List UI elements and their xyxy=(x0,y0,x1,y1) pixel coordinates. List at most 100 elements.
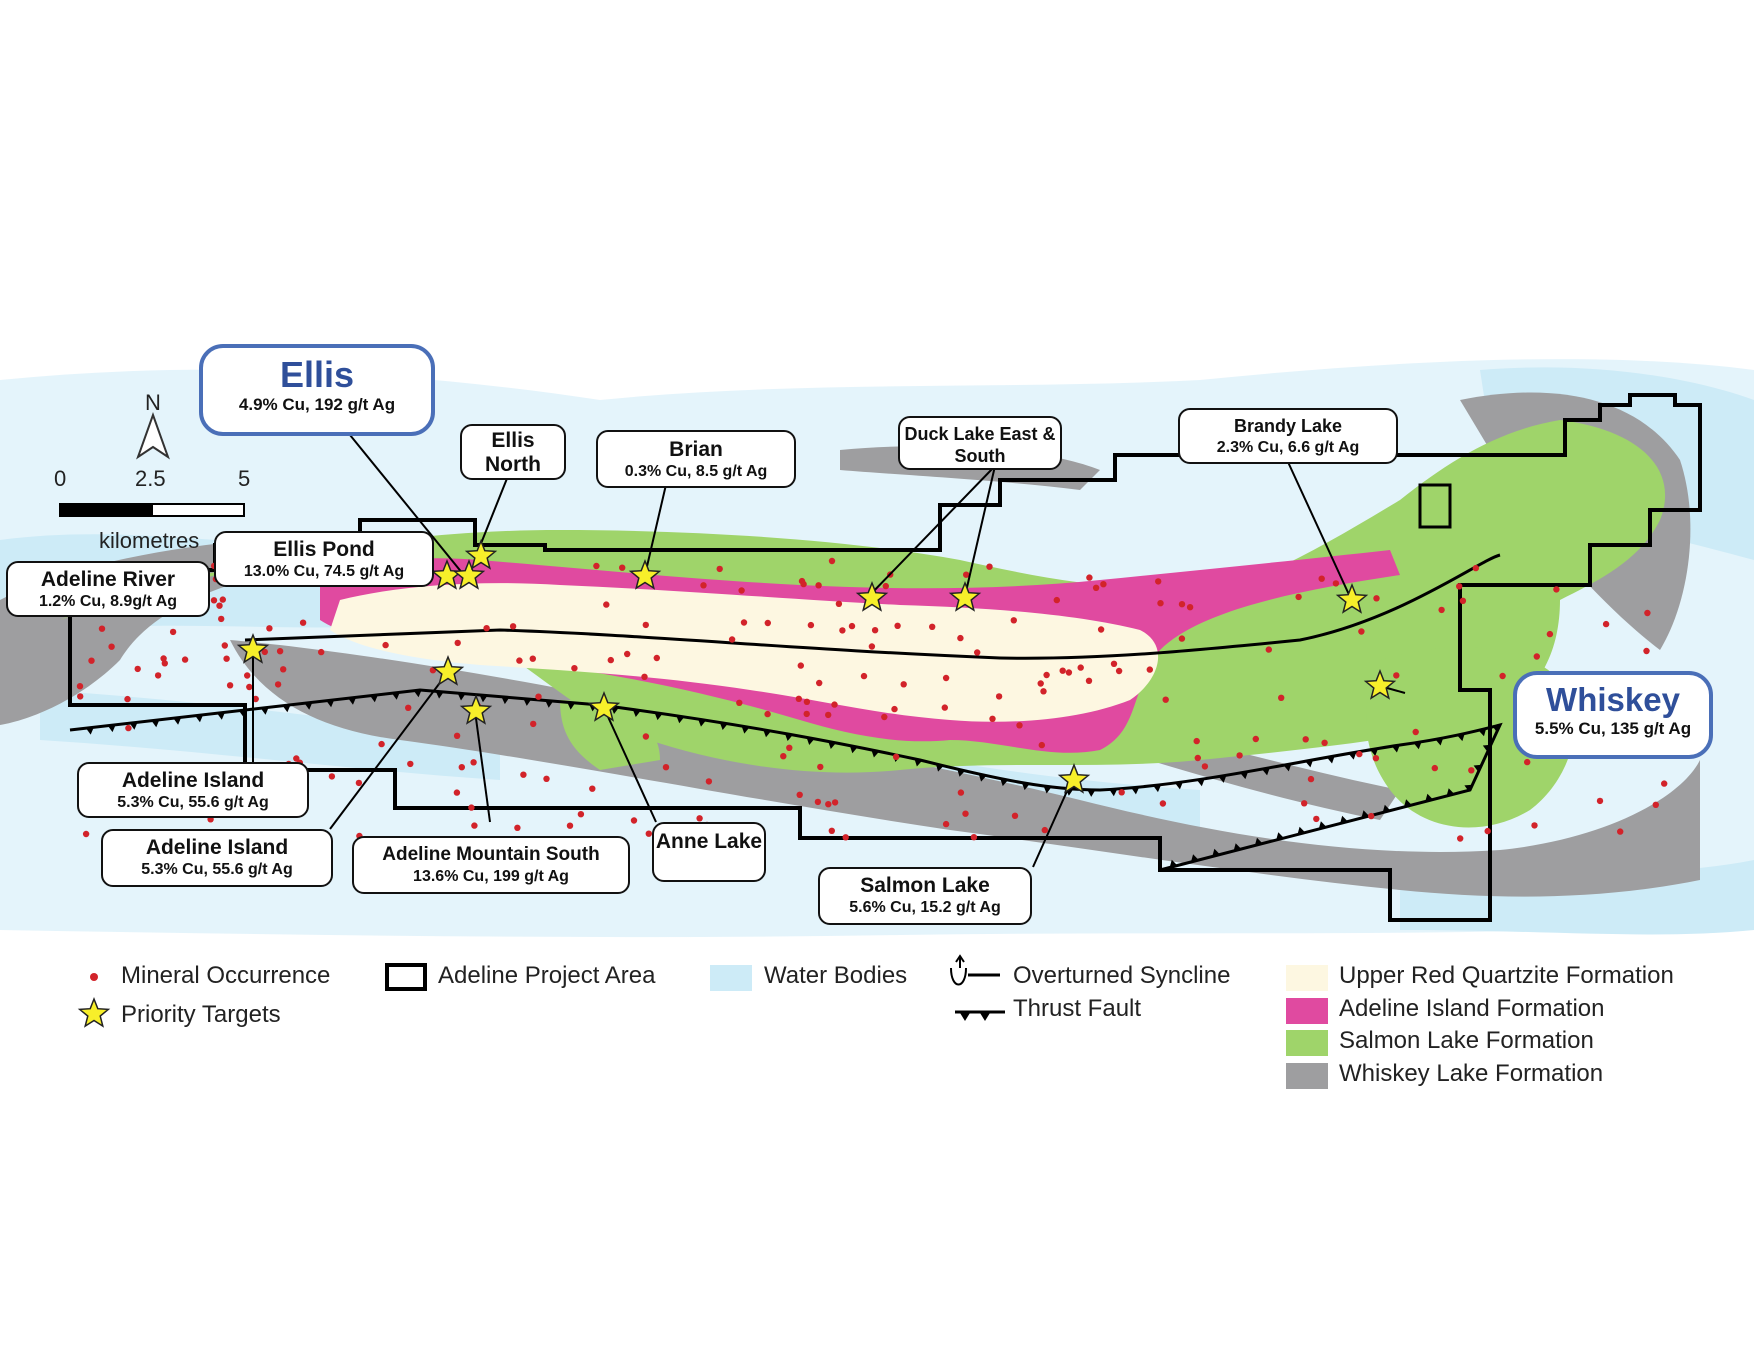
thrust-tooth xyxy=(151,719,160,728)
priority-target-star-icon xyxy=(452,558,486,590)
legend-mineral-occurrence: Mineral Occurrence xyxy=(121,962,331,989)
legend-upper-red-quartzite: Upper Red Quartzite Formation xyxy=(1339,962,1674,989)
mineral-occurrence-dot xyxy=(728,636,736,643)
mineral-occurrence-dot xyxy=(1318,575,1325,582)
mineral-occurrence-dot xyxy=(929,623,936,630)
mineral-occurrence-dot xyxy=(405,704,412,711)
thrust-tooth xyxy=(849,745,858,754)
mineral-occurrence-dot xyxy=(1059,667,1066,674)
mineral-occurrence-dot xyxy=(957,634,964,642)
mineral-occurrence-dot xyxy=(803,710,810,718)
mineral-occurrence-dot xyxy=(318,648,325,656)
thrust-tooth xyxy=(1478,728,1487,737)
mineral-occurrence-dot xyxy=(1393,672,1400,679)
thrust-tooth xyxy=(1087,789,1096,797)
mineral-occurrence-dot xyxy=(1468,767,1475,774)
thrust-tooth xyxy=(1340,815,1348,824)
mineral-occurrence-dot xyxy=(218,615,225,623)
mineral-occurrence-dot xyxy=(1661,780,1668,787)
mineral-occurrence-dot xyxy=(566,822,574,829)
mineral-occurrence-dot xyxy=(161,660,168,667)
mineral-occurrence-dot xyxy=(894,622,901,629)
thrust-fault-teeth xyxy=(85,689,1501,868)
mineral-occurrence-dot xyxy=(453,732,461,739)
mineral-occurrence-dot xyxy=(641,673,648,680)
legend-thrust-fault: Thrust Fault xyxy=(1013,995,1142,1022)
mineral-occurrence-dot xyxy=(407,760,414,768)
mineral-occurrence-dot xyxy=(543,775,550,782)
mineral-occurrence-dot xyxy=(974,649,981,656)
target-grade: 0.3% Cu, 8.5 g/t Ag xyxy=(624,463,768,481)
mineral-occurrence-dot xyxy=(970,834,978,841)
mineral-occurrence-dot xyxy=(764,710,771,718)
mineral-occurrence-dot xyxy=(963,571,970,578)
mineral-occurrence-dot xyxy=(1038,741,1046,749)
mineral-occurrence-dot xyxy=(1194,754,1202,762)
mineral-occurrence-dot xyxy=(483,625,490,632)
thrust-tooth xyxy=(1254,837,1263,846)
thrust-tooth xyxy=(1283,763,1292,772)
thrust-tooth xyxy=(1305,759,1314,768)
target-name: Adeline Island xyxy=(121,769,265,792)
legend-adeline-island: Adeline Island Formation xyxy=(1339,995,1605,1022)
thrust-tooth xyxy=(1218,775,1227,783)
mineral-occurrence-dot xyxy=(831,701,838,708)
mineral-occurrence-dot xyxy=(1438,606,1445,614)
mineral-occurrence-dot xyxy=(1652,801,1660,808)
scale-tick-0: 0 xyxy=(54,466,67,491)
thrust-tooth xyxy=(784,733,793,742)
mineral-occurrence-dot xyxy=(378,740,385,748)
mineral-occurrence-dot xyxy=(280,666,287,673)
mineral-occurrence-dot xyxy=(1252,735,1260,743)
thrust-tooth xyxy=(435,691,444,699)
mineral-occurrence-dot xyxy=(471,822,478,829)
thrust-tooth xyxy=(1456,733,1465,742)
thrust-tooth xyxy=(632,709,641,717)
mineral-occurrence-dot xyxy=(796,791,803,798)
mineral-occurrence-dot xyxy=(453,789,461,796)
target-name: Salmon Lake xyxy=(860,874,990,897)
target-label-anne-lake: Anne Lake xyxy=(652,822,766,882)
target-name: Duck Lake East & South xyxy=(904,424,1056,466)
project-area-inset xyxy=(1418,483,1452,529)
mineral-occurrence-dot xyxy=(624,650,631,658)
mineral-occurrence-dot xyxy=(1553,586,1560,593)
mineral-occurrence-dot xyxy=(328,773,336,780)
target-name: Adeline Mountain South xyxy=(382,844,600,865)
mineral-occurrence-dot xyxy=(942,820,950,828)
target-name: Brandy Lake xyxy=(1233,416,1343,436)
target-name: Adeline Island xyxy=(145,836,289,859)
thrust-tooth xyxy=(282,704,291,713)
mineral-occurrence-dot xyxy=(835,600,843,607)
mineral-occurrence-dot xyxy=(1115,667,1123,675)
target-label-duck-lake: Duck Lake East & South xyxy=(898,416,1062,470)
legend-project-area: Adeline Project Area xyxy=(438,962,656,989)
mineral-occurrence-dot xyxy=(299,619,307,626)
target-label-ellis-north: Ellis North xyxy=(460,424,566,480)
mineral-occurrence-dot xyxy=(1077,664,1084,671)
upper-red-quartzite-formation xyxy=(330,583,1159,722)
north-label: N xyxy=(145,390,161,415)
target-grade: 13.6% Cu, 199 g/t Ag xyxy=(413,867,569,885)
thrust-tooth xyxy=(1446,788,1455,797)
mineral-occurrence-dot xyxy=(828,827,835,834)
thrust-tooth xyxy=(348,697,357,705)
mineral-occurrence-dot xyxy=(1016,722,1023,729)
mineral-occurrence-dot xyxy=(355,779,363,787)
mineral-occurrence-dot xyxy=(825,711,832,719)
mineral-occurrence-dot xyxy=(696,815,703,822)
thrust-tooth xyxy=(1233,843,1242,852)
mineral-occurrence-dot xyxy=(814,798,822,806)
thrust-tooth xyxy=(1175,781,1183,790)
mineral-occurrence-dot xyxy=(1236,752,1243,759)
mineral-occurrence-dot xyxy=(1332,580,1340,587)
mineral-occurrence-dot xyxy=(244,672,251,679)
mineral-occurrence-dot xyxy=(1302,736,1309,743)
mineral-occurrence-dot xyxy=(815,582,822,589)
thrust-tooth xyxy=(173,717,182,725)
mineral-occurrence-dot xyxy=(1524,758,1531,766)
mineral-occurrence-dot xyxy=(986,563,993,570)
mineral-occurrence-dot xyxy=(816,679,823,687)
thrust-tooth xyxy=(457,693,466,701)
mineral-occurrence-dot xyxy=(458,764,465,771)
